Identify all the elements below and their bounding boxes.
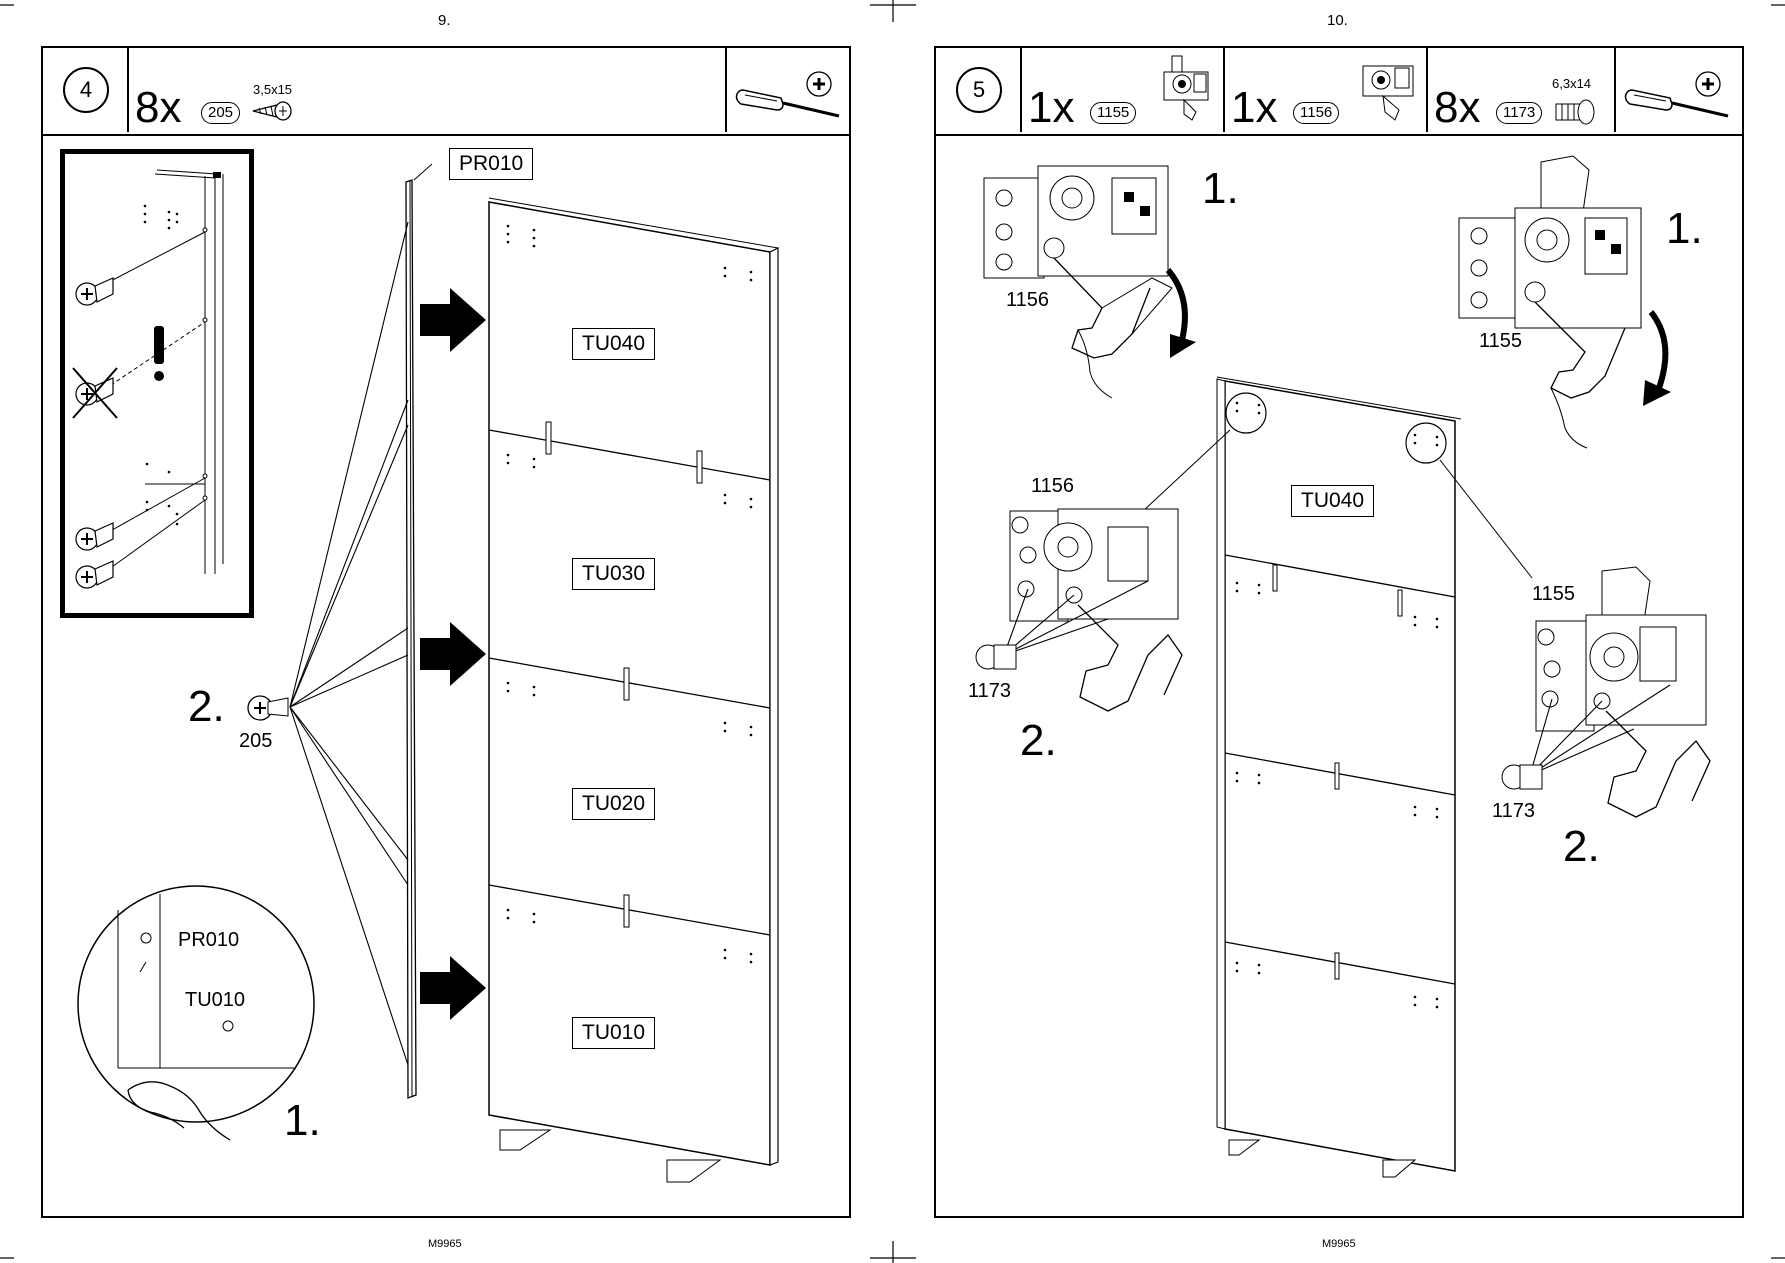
parts-qty: 1x — [1231, 83, 1278, 132]
part-cell-1173: 8x 1173 6,3x14 — [1428, 48, 1616, 132]
panel-label-3: TU020 — [572, 788, 656, 820]
hinge-1155-icon — [1163, 55, 1209, 121]
part-cell-1156: 1x 1156 — [1225, 48, 1428, 132]
mid-right-part-label: 1155 — [1532, 583, 1576, 605]
footer-left: M9965 — [428, 1238, 462, 1250]
hinge-1156-mount-drawing — [975, 508, 1183, 712]
part-number-badge: 1173 — [1496, 102, 1543, 124]
footer-right: M9965 — [1322, 1238, 1356, 1250]
alignment-detail-circle — [77, 885, 315, 1141]
part-number-badge: 1155 — [1090, 102, 1137, 124]
rail-label-box: PR010 — [449, 148, 534, 180]
door-panel-label: TU040 — [1291, 485, 1375, 517]
step-cell: 4 — [43, 48, 129, 132]
detail-panel-label: TU010 — [185, 989, 246, 1011]
step-1-label: 1. — [284, 1096, 321, 1145]
mid-left-step-label: 2. — [1020, 716, 1057, 765]
left-header: 4 8x 205 3,5x15 — [43, 48, 849, 136]
step-number: 4 — [63, 67, 109, 113]
part-cell-1155: 1x 1155 — [1022, 48, 1225, 132]
screwdriver-icon — [735, 71, 840, 118]
mid-right-step-label: 2. — [1563, 822, 1600, 871]
screw-205-label: 205 — [239, 730, 273, 752]
step-number: 5 — [956, 67, 1002, 113]
screw-icon — [252, 101, 292, 121]
mid-left-screw-label: 1173 — [968, 680, 1012, 702]
top-right-step-label: 1. — [1666, 204, 1703, 253]
step-2-label: 2. — [188, 682, 225, 731]
page-number-right: 10. — [1327, 12, 1348, 29]
hinge-1155-mount-drawing — [1501, 566, 1711, 818]
parts-qty: 8x — [1434, 83, 1481, 132]
inset-drawing — [72, 169, 224, 589]
top-left-step-label: 1. — [1202, 164, 1239, 213]
panel-label-4: TU010 — [572, 1017, 656, 1049]
part-number-badge: 1156 — [1293, 102, 1340, 124]
right-page-frame: 5 1x 1155 1x 1156 8x 1173 — [934, 46, 1744, 1218]
top-left-part-label: 1156 — [1006, 289, 1050, 311]
screw-warning-inset — [60, 149, 254, 618]
top-right-part-label: 1155 — [1479, 330, 1523, 352]
cabinet-side-drawing — [289, 163, 779, 1183]
panel-label-2: TU030 — [572, 558, 656, 590]
screw-dimension: 6,3x14 — [1552, 76, 1592, 91]
tool-cell — [1616, 48, 1744, 132]
screw-205-icon — [247, 695, 289, 721]
tool-cell — [727, 48, 851, 132]
parts-qty: 1x — [1028, 83, 1075, 132]
left-page-frame: 4 8x 205 3,5x15 — [41, 46, 851, 1218]
mid-right-screw-label: 1173 — [1492, 800, 1536, 822]
step-cell: 5 — [936, 48, 1022, 132]
right-header: 5 1x 1155 1x 1156 8x 1173 — [936, 48, 1742, 136]
screw-dimension: 3,5x15 — [253, 82, 293, 97]
door-panel-drawing — [1216, 376, 1462, 1178]
mid-left-part-label: 1156 — [1031, 475, 1075, 497]
screwdriver-icon — [1624, 71, 1729, 118]
panel-label-1: TU040 — [572, 328, 656, 360]
detail-rail-label: PR010 — [178, 929, 240, 951]
hinge-1156-icon — [1362, 65, 1414, 121]
euro-screw-icon — [1555, 99, 1595, 125]
hinge-1156-top-drawing — [983, 165, 1196, 399]
hinge-1155-top-drawing — [1458, 155, 1671, 449]
parts-qty: 8x — [135, 83, 182, 132]
part-number-badge: 205 — [201, 102, 241, 124]
parts-cell: 8x 205 3,5x15 — [129, 48, 727, 132]
page-number-left: 9. — [438, 12, 451, 29]
